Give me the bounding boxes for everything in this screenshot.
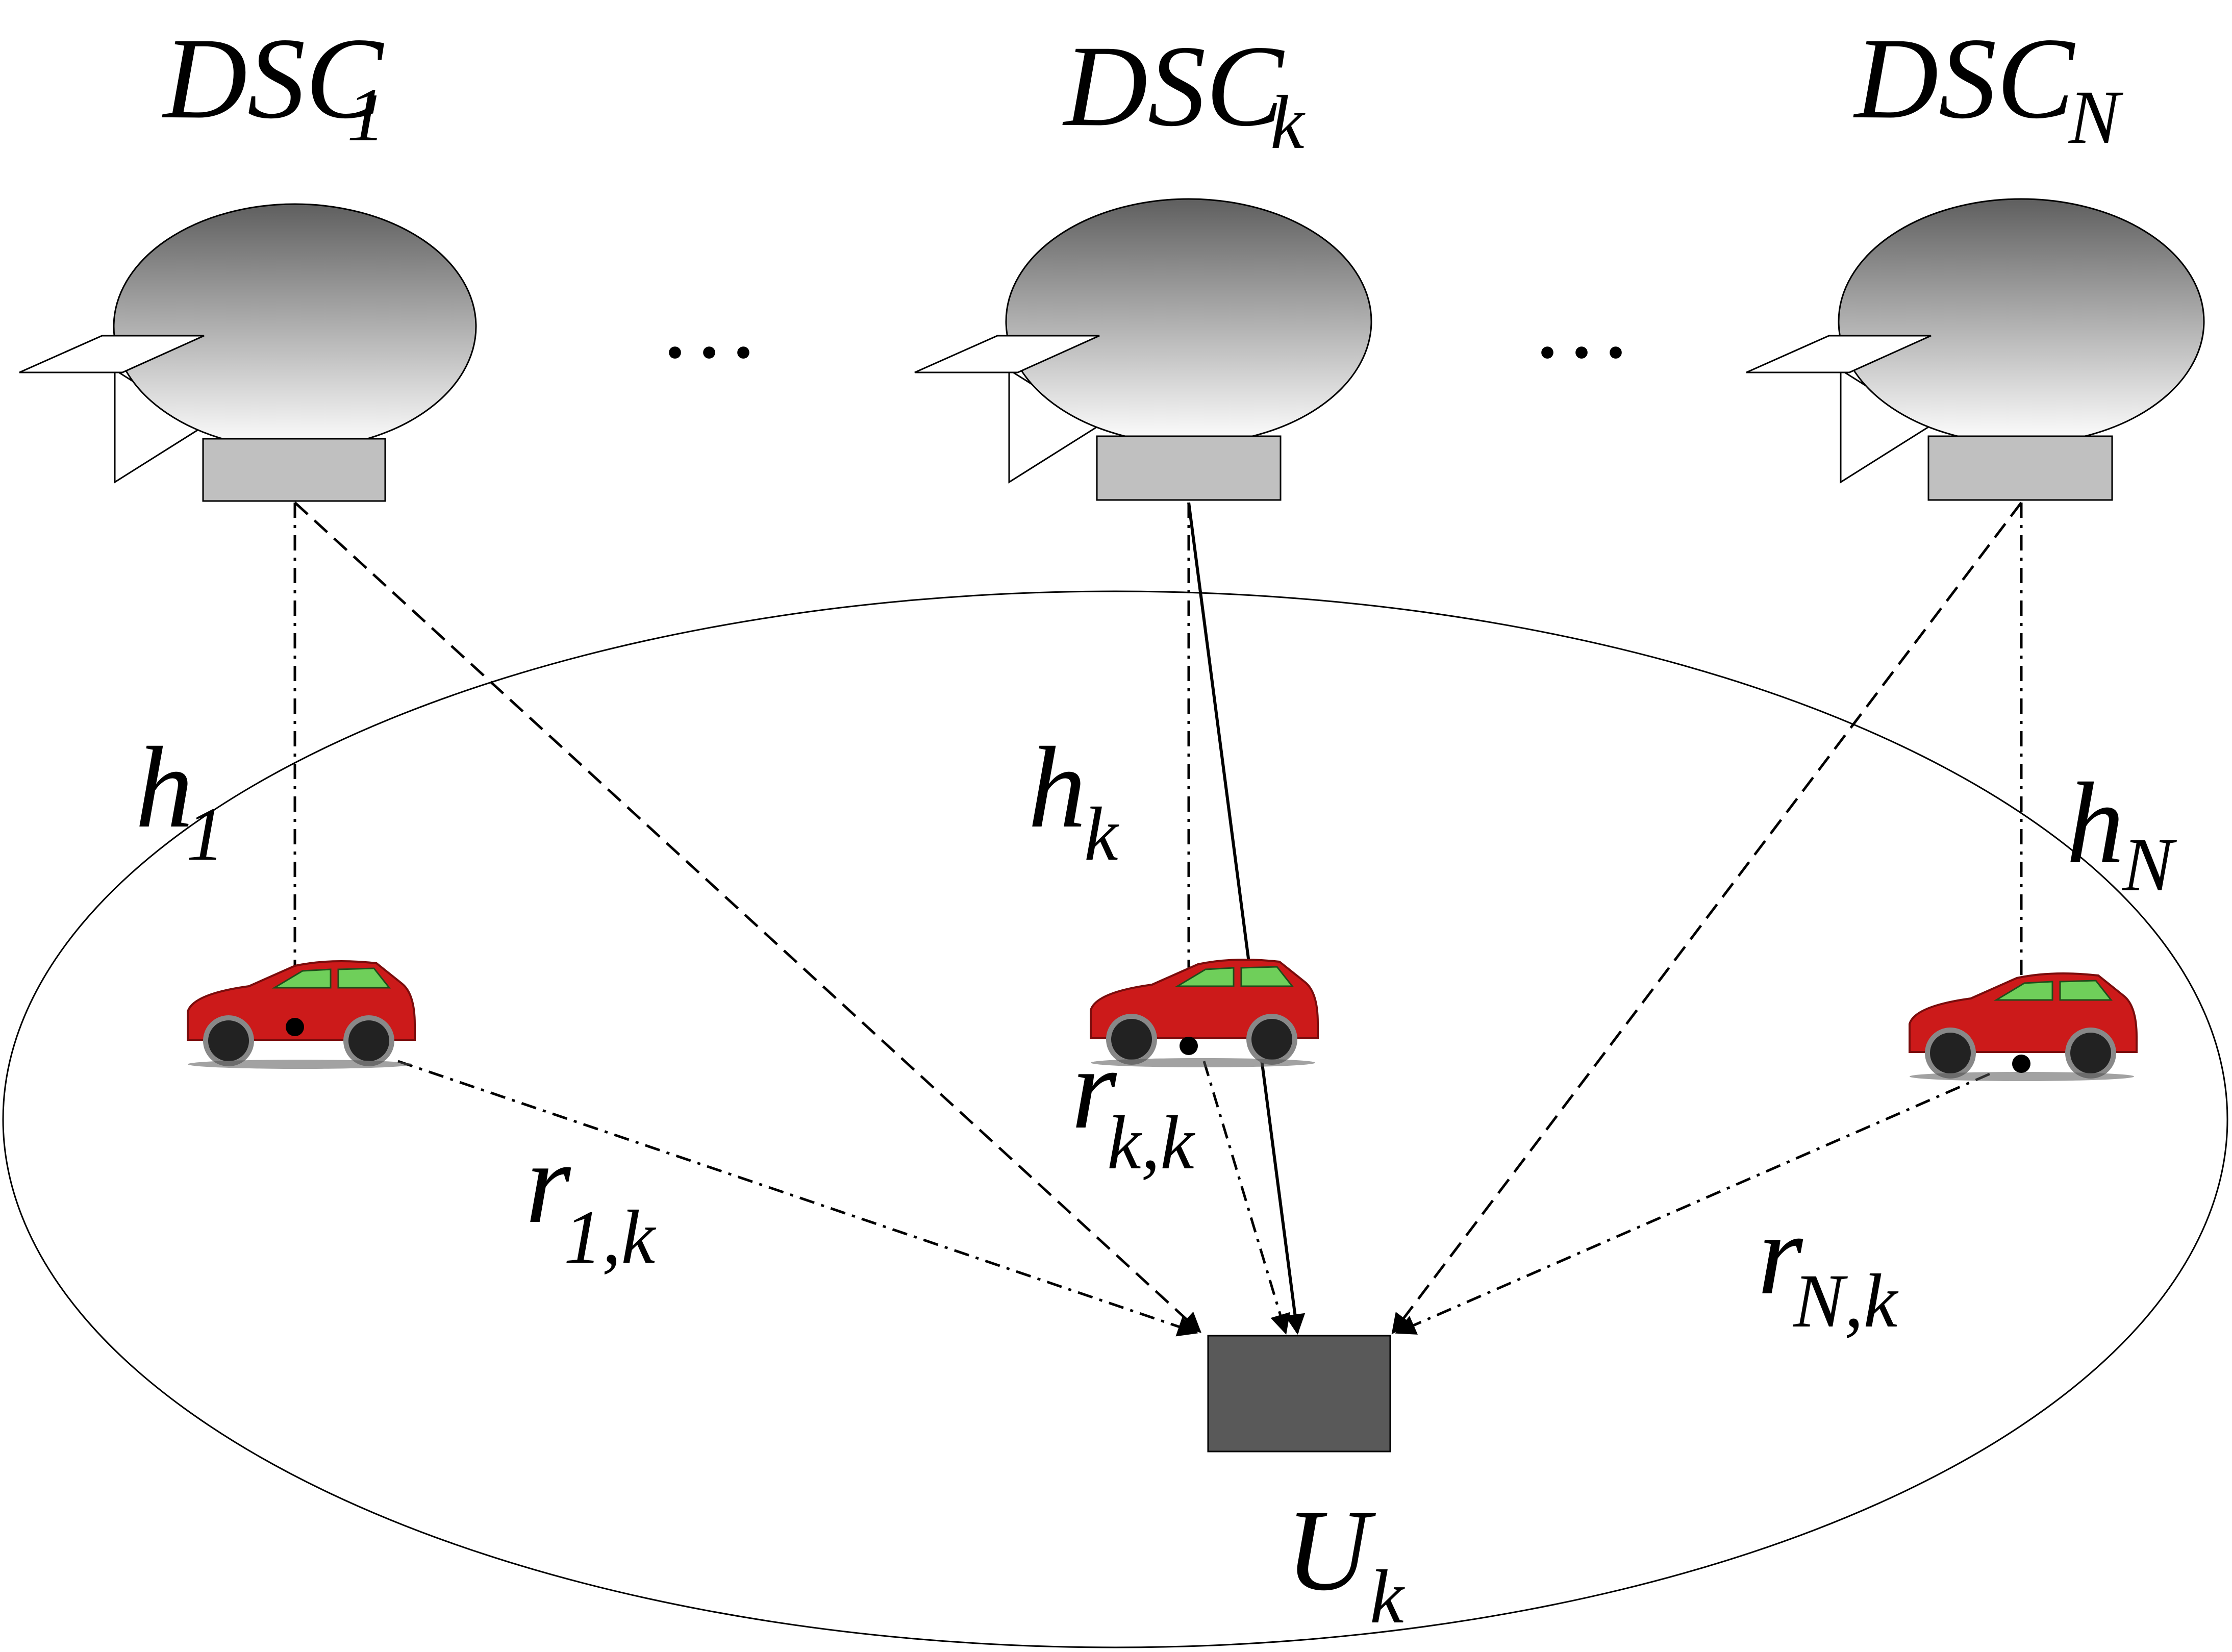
airship-dsc-n <box>1746 198 2205 501</box>
label-main: DSC <box>1853 14 2076 143</box>
car-shadow <box>188 1060 412 1069</box>
coverage-area-ellipse <box>2 590 2228 1648</box>
car-1 <box>187 960 416 1069</box>
car-wheel-front <box>203 1015 254 1066</box>
airship-tail-fin-upper <box>19 335 205 373</box>
label-main: h <box>2066 759 2124 888</box>
label-main: U <box>1286 1486 1376 1615</box>
label-dsc-1: DSC 1 <box>162 14 385 157</box>
label-subscript: k <box>1084 792 1119 877</box>
car-window <box>271 967 391 989</box>
label-main: DSC <box>162 14 385 143</box>
label-u-k: U k <box>1286 1486 1405 1639</box>
label-dsc-n: DSC N <box>1853 14 2123 160</box>
car-shadow <box>1910 1072 2134 1081</box>
label-r-1k: r 1,k <box>525 1119 657 1280</box>
label-main: r <box>1758 1190 1803 1319</box>
label-subscript: 1 <box>347 72 385 157</box>
car-wheel-rear <box>343 1015 394 1066</box>
label-h-n: h N <box>2066 759 2177 907</box>
label-h-1: h 1 <box>135 723 224 877</box>
ground-point-n <box>2012 1055 2030 1073</box>
label-subscript: N <box>2068 75 2123 160</box>
serving-link-dsck-to-user <box>1187 502 1306 1335</box>
ellipsis-right: … <box>1531 267 1633 380</box>
label-main: DSC <box>1062 22 1285 151</box>
airship-gondola <box>1927 435 2113 501</box>
ground-point-1 <box>286 1018 304 1036</box>
ellipsis-left: … <box>658 267 760 380</box>
interference-links <box>294 502 2022 1335</box>
airship-tail-fin-upper <box>914 335 1100 373</box>
label-main: h <box>1028 723 1086 852</box>
label-main: r <box>1071 1024 1117 1153</box>
user-terminal-box <box>1207 1335 1391 1453</box>
ground-point-k <box>1180 1037 1198 1055</box>
airship-envelope <box>1838 198 2205 445</box>
vehicle-links <box>397 1060 1990 1337</box>
label-dsc-k: DSC k <box>1062 22 1306 165</box>
car-window <box>1174 966 1294 987</box>
airship-envelope <box>1005 198 1372 445</box>
label-r-kk: r k,k <box>1071 1024 1195 1185</box>
link-carn-to-user <box>1395 1072 1990 1335</box>
label-subscript: k <box>1370 1555 1405 1639</box>
label-h-k: h k <box>1028 723 1119 877</box>
car-wheel-rear <box>2065 1028 2116 1079</box>
label-subscript: N,k <box>1792 1259 1899 1343</box>
label-subscript: 1 <box>186 792 224 877</box>
car-n <box>1909 972 2138 1081</box>
label-subscript: N <box>2121 822 2177 907</box>
airship-dsc-k <box>914 198 1372 501</box>
car-shadow <box>1091 1058 1315 1067</box>
car-k <box>1090 959 1319 1067</box>
car-wheel-rear <box>1246 1014 1297 1065</box>
label-subscript: k,k <box>1107 1100 1195 1185</box>
airship-tail-fin-upper <box>1746 335 1932 373</box>
link-dscn-to-user <box>1391 502 2022 1335</box>
label-r-nk: r N,k <box>1758 1190 1899 1343</box>
label-subscript: 1,k <box>564 1195 657 1280</box>
label-subscript: k <box>1270 80 1306 165</box>
airship-gondola <box>1096 435 1282 501</box>
airship-dsc-1 <box>19 203 477 502</box>
ground-points <box>286 1018 2030 1073</box>
label-main: r <box>525 1119 571 1247</box>
car-window <box>1993 980 2113 1001</box>
link-cark-to-user <box>1202 1061 1290 1335</box>
altitude-lines <box>293 503 2023 987</box>
link-dsc1-to-user <box>294 502 1201 1333</box>
link-car1-to-user <box>397 1060 1198 1337</box>
airship-gondola <box>202 438 386 502</box>
label-main: h <box>135 723 193 852</box>
airship-envelope <box>113 203 477 450</box>
car-wheel-front <box>1925 1028 1976 1079</box>
